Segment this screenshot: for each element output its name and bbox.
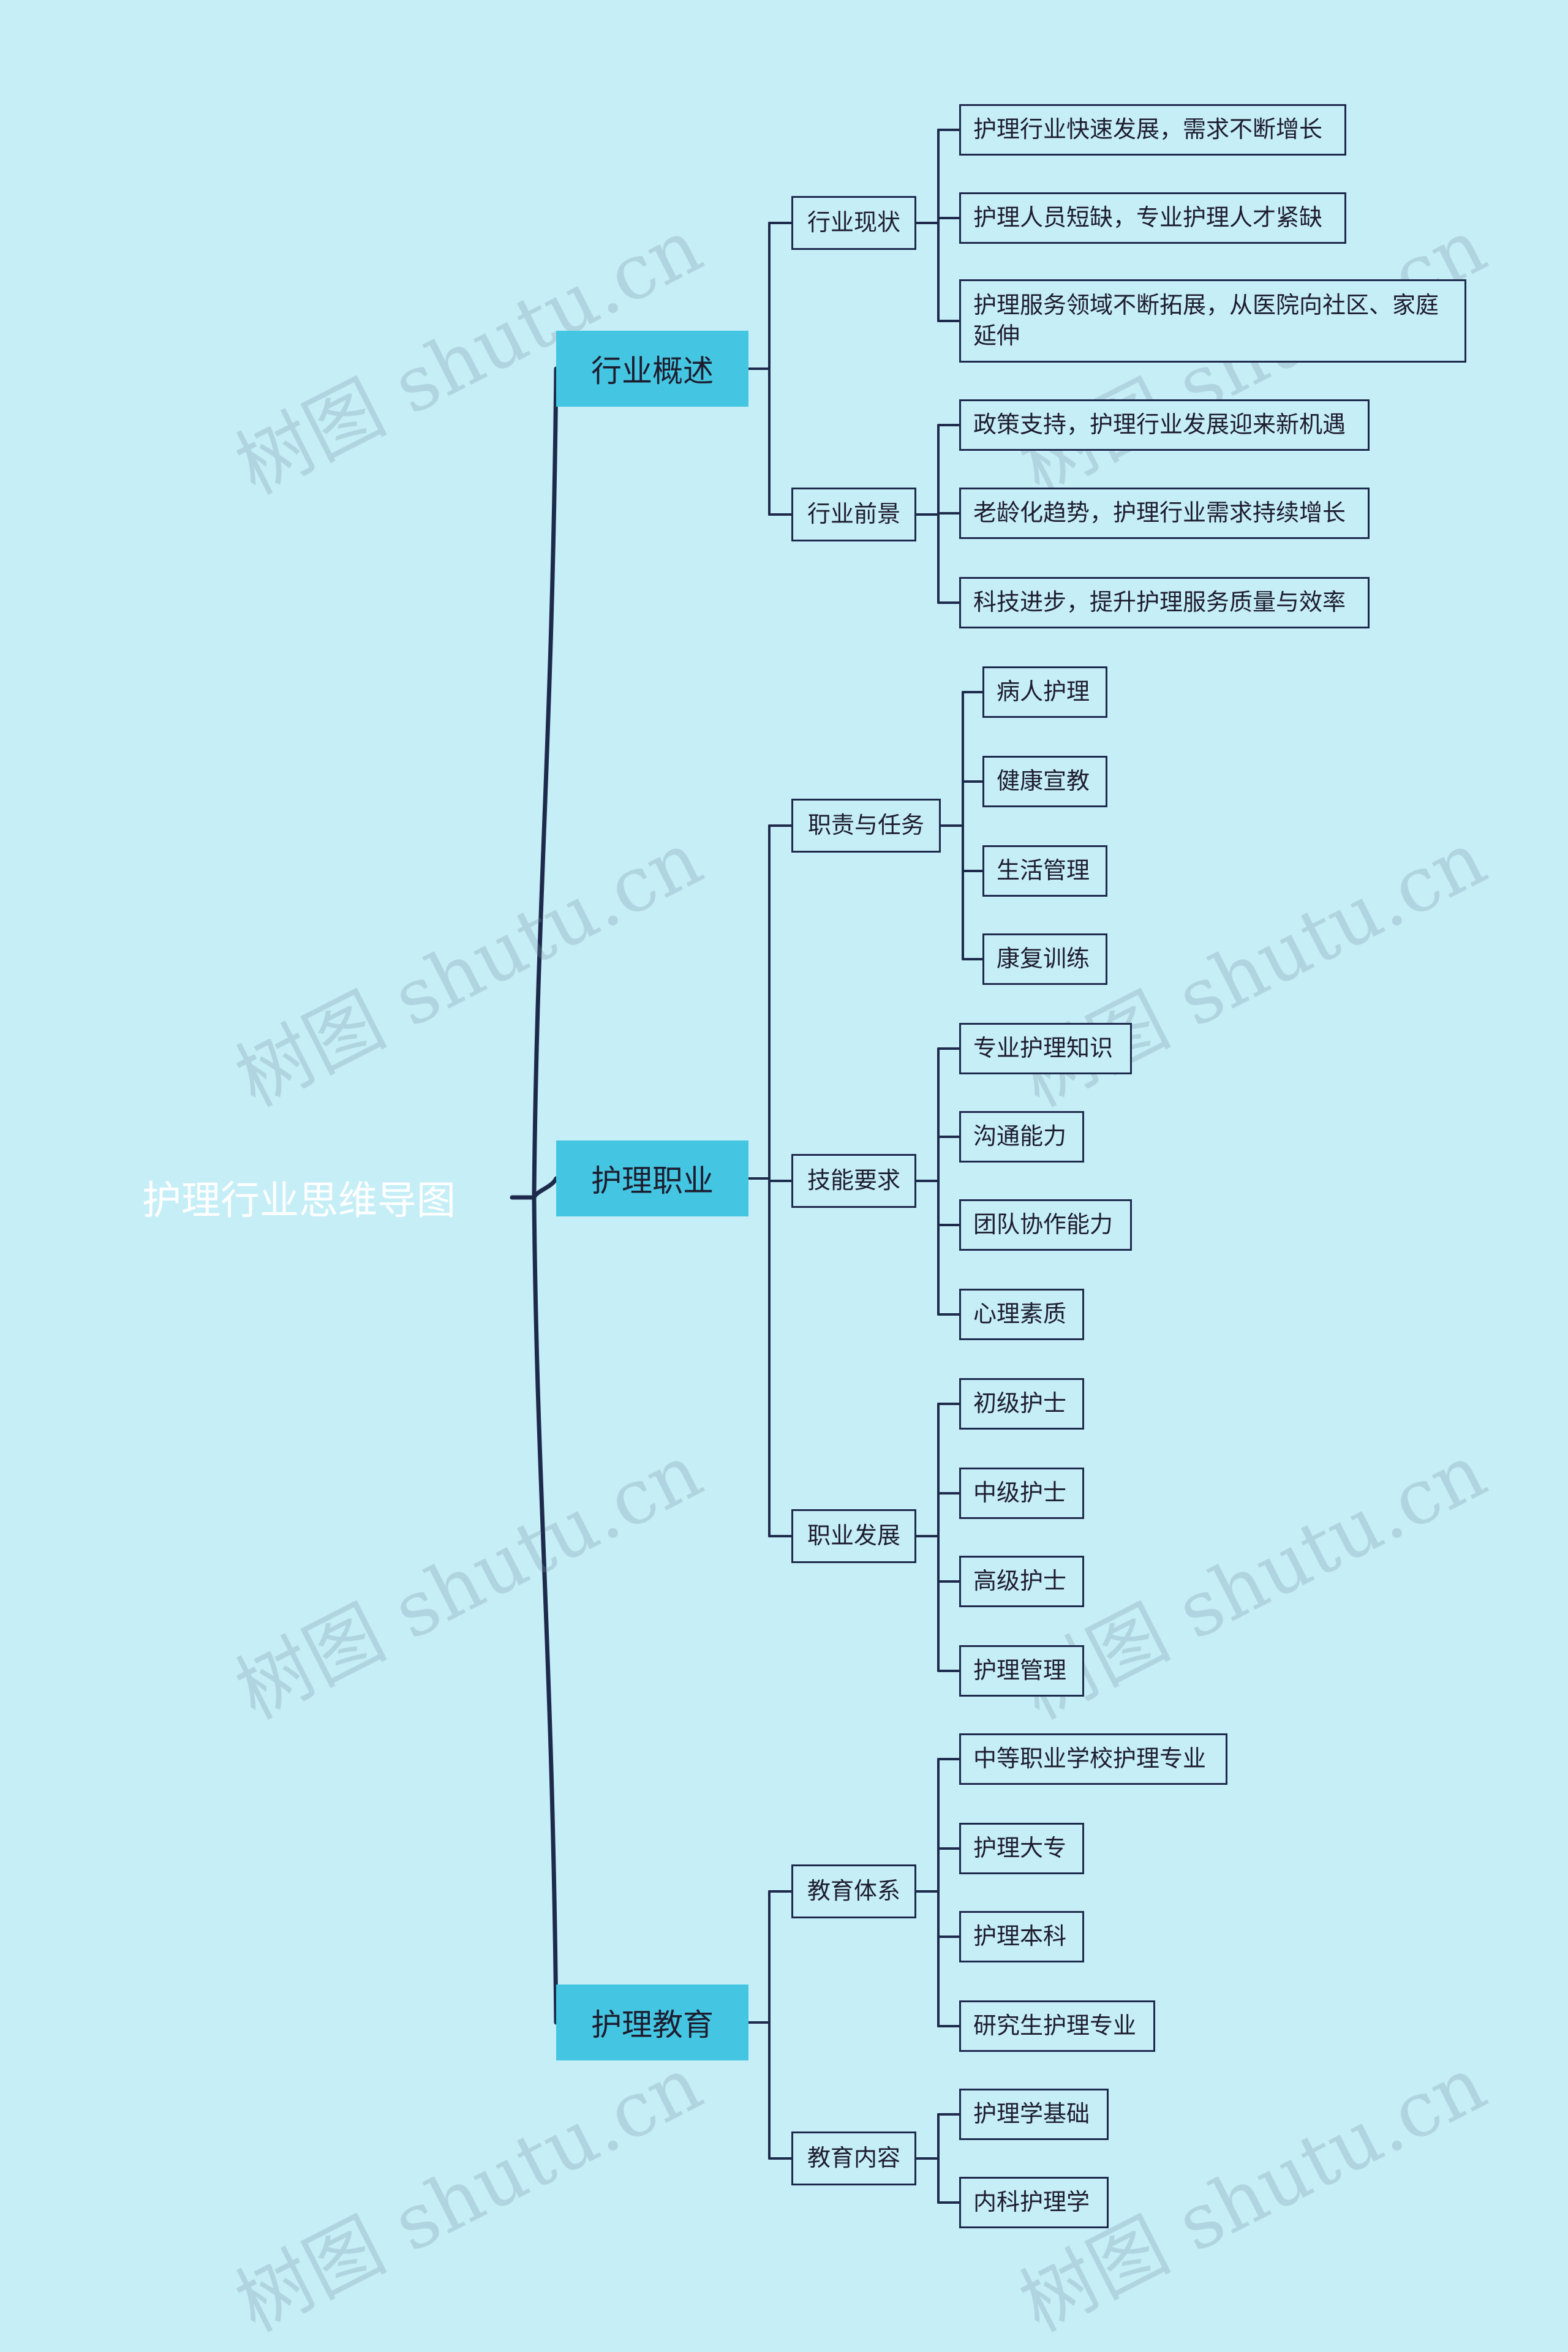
subtopic-node[interactable]: 技能要求 — [791, 1154, 916, 1208]
subtopic-node[interactable]: 行业现状 — [791, 196, 916, 250]
leaf-node[interactable]: 护理管理 — [959, 1645, 1084, 1697]
branch-node[interactable]: 行业概述 — [556, 331, 748, 407]
leaf-node[interactable]: 高级护士 — [959, 1556, 1084, 1607]
leaf-node[interactable]: 心理素质 — [959, 1289, 1084, 1340]
leaf-node[interactable]: 护理服务领域不断拓展，从医院向社区、家庭延伸 — [959, 279, 1466, 363]
leaf-node[interactable]: 病人护理 — [982, 666, 1107, 718]
leaf-node[interactable]: 沟通能力 — [959, 1111, 1084, 1163]
root-node[interactable]: 护理行业思维导图 — [142, 1178, 456, 1223]
branch-node[interactable]: 护理职业 — [556, 1140, 748, 1216]
leaf-node[interactable]: 生活管理 — [982, 845, 1107, 897]
trunk-connector — [532, 366, 559, 1200]
leaf-node[interactable]: 中级护士 — [959, 1468, 1084, 1519]
leaf-node[interactable]: 内科护理学 — [959, 2177, 1109, 2228]
trunk-connector — [532, 1176, 559, 1200]
leaf-node[interactable]: 团队协作能力 — [959, 1199, 1132, 1251]
leaf-node[interactable]: 护理人员短缺，专业护理人才紧缺 — [959, 192, 1346, 244]
leaf-node[interactable]: 科技进步，提升护理服务质量与效率 — [959, 577, 1370, 628]
leaf-node[interactable]: 健康宣教 — [982, 756, 1107, 807]
subtopic-node[interactable]: 职责与任务 — [791, 799, 941, 853]
leaf-node[interactable]: 护理行业快速发展，需求不断增长 — [959, 104, 1346, 156]
leaf-node[interactable]: 研究生护理专业 — [959, 2000, 1155, 2052]
branch-node[interactable]: 护理教育 — [556, 1985, 748, 2060]
watermark-text: 树图 shutu.cn — [222, 815, 715, 1125]
leaf-node[interactable]: 护理大专 — [959, 1823, 1084, 1874]
trunk-connector — [532, 1195, 559, 2025]
subtopic-node[interactable]: 教育内容 — [791, 2132, 916, 2185]
subtopic-node[interactable]: 教育体系 — [791, 1864, 916, 1918]
leaf-node[interactable]: 中等职业学校护理专业 — [959, 1733, 1227, 1785]
subtopic-node[interactable]: 职业发展 — [791, 1509, 916, 1563]
leaf-node[interactable]: 护理本科 — [959, 1911, 1084, 1962]
leaf-node[interactable]: 政策支持，护理行业发展迎来新机遇 — [959, 399, 1370, 451]
leaf-node[interactable]: 老龄化趋势，护理行业需求持续增长 — [959, 488, 1370, 539]
leaf-node[interactable]: 康复训练 — [982, 933, 1107, 985]
watermark-text: 树图 shutu.cn — [222, 2040, 715, 2350]
watermark-text: 树图 shutu.cn — [222, 1427, 715, 1737]
leaf-node[interactable]: 护理学基础 — [959, 2089, 1109, 2140]
subtopic-node[interactable]: 行业前景 — [791, 488, 916, 541]
leaf-node[interactable]: 初级护士 — [959, 1378, 1084, 1430]
leaf-node[interactable]: 专业护理知识 — [959, 1023, 1132, 1074]
